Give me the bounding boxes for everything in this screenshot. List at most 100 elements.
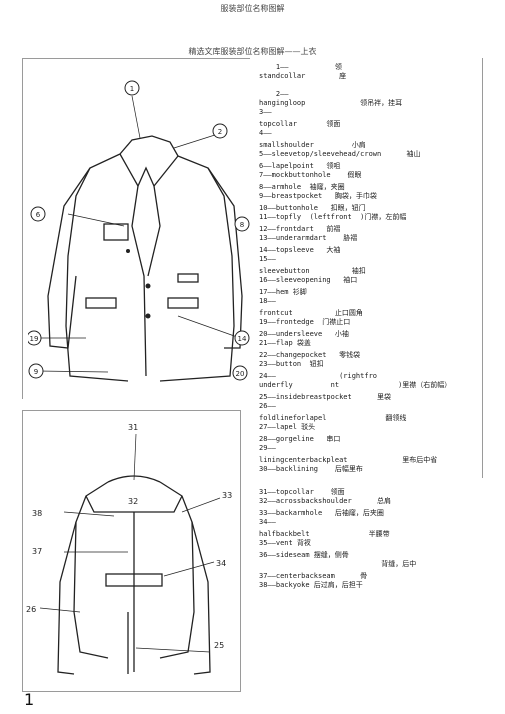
term-text: 27——lapel 驳头 <box>259 423 316 431</box>
term-text: 38——backyoke 后过肩，后担干 <box>259 581 363 589</box>
term-text: 2—— <box>259 90 289 98</box>
term-text: 3—— <box>259 108 272 116</box>
term-text: 6——lapelpoint 领咀 <box>259 162 341 170</box>
term-row: 36——sideseam 摆缝，侧骨 背缝，后中 <box>259 551 489 569</box>
figure-number: 2 <box>218 128 222 136</box>
term-text: underfly nt )里襟（右前幅） <box>259 381 452 389</box>
term-text: 28——gorgeline 串口 <box>259 435 341 443</box>
term-text: 31——topcollar 领面 <box>259 488 345 496</box>
term-text: 22——changepocket 零钱袋 <box>259 351 361 359</box>
term-text: 5——sleevetop/sleevehead/crown 袖山 <box>259 150 421 158</box>
term-text: 20——undersleeve 小袖 <box>259 330 349 338</box>
figure-number: 31 <box>128 423 138 432</box>
figure-number: 33 <box>222 491 232 500</box>
figure-number: 14 <box>238 335 247 343</box>
term-text: 30——backlining 后幅里布 <box>259 465 363 473</box>
term-text: 1—— 领 <box>259 63 342 71</box>
term-text: 25——insidebreastpocket 里袋 <box>259 393 392 401</box>
term-text: 32——acrossbackshoulder 总肩 <box>259 497 392 505</box>
term-text: 4—— <box>259 129 272 137</box>
figure-number: 20 <box>236 370 245 378</box>
term-text: 21——flap 袋盖 <box>259 339 311 347</box>
term-text: 36——sideseam 摆缝，侧骨 <box>259 551 349 559</box>
term-text: 10——buttonhole 扣眼，钮门 <box>259 204 366 212</box>
term-text: 9——breastpocket 胸袋，手巾袋 <box>259 192 377 200</box>
jacket-front-svg: 1 2 6 8 19 14 9 20 <box>26 80 250 382</box>
term-text: liningcenterbackpleat 里布后中省 <box>259 456 438 464</box>
figure-number: 34 <box>216 559 226 568</box>
term-text: 19——frontedge 门襟止口 <box>259 318 351 326</box>
term-text: 24—— (rightfro <box>259 372 378 380</box>
term-text: standcollar 座 <box>259 72 347 80</box>
jacket-back-svg: 31 32 33 34 25 26 37 38 <box>26 423 232 675</box>
term-text: 26—— <box>259 402 276 410</box>
term-text: 14——topsleeve 大袖 <box>259 246 341 254</box>
term-text: 35——vent 背衩 <box>259 539 311 547</box>
figure-frame-back <box>22 410 241 692</box>
figure-number: 32 <box>128 497 138 506</box>
term-row: 2—— <box>259 90 489 99</box>
figure-number: 19 <box>30 335 39 343</box>
figure-number: 37 <box>32 547 42 556</box>
document-subtitle: 精选文库服装部位名称图解——上衣 <box>188 47 317 56</box>
terms-frame-line <box>482 58 483 478</box>
term-text: 13——underarmdart 胁褶 <box>259 234 358 242</box>
jacket-front-illustration: 1 2 6 8 19 14 9 20 <box>26 76 250 396</box>
term-text: 29—— <box>259 444 276 452</box>
term-text: 16——sleeveopening 袖口 <box>259 276 358 284</box>
term-text: hangingloop 领吊袢，挂耳 <box>259 99 403 107</box>
term-text: 8——armhole 袖窿，夹圈 <box>259 183 345 191</box>
term-text: 11——topfly (leftfront )门襟，左前幅 <box>259 213 407 221</box>
jacket-back-illustration: 31 32 33 34 25 26 37 38 <box>24 412 244 692</box>
figure-frame-front <box>22 58 250 399</box>
term-text: 18—— <box>259 297 276 305</box>
figure-number: 25 <box>214 641 224 650</box>
figure-number: 26 <box>26 605 36 614</box>
term-text: smallshoulder 小肩 <box>259 141 366 149</box>
term-text: 17——hem 衫脚 <box>259 288 307 296</box>
term-text: 背缝，后中 <box>259 560 417 568</box>
term-text: topcollar 领面 <box>259 120 341 128</box>
figure-number: 38 <box>32 509 42 518</box>
page-header: 服装部位名称图解 <box>220 4 285 13</box>
figure-number: 1 <box>130 85 134 93</box>
term-text: 7——mockbuttonhole 假眼 <box>259 171 362 179</box>
term-text: 34—— <box>259 518 276 526</box>
term-text: 12——frontdart 前褶 <box>259 225 341 233</box>
term-text: 33——backarmhole 后袖窿，后夹圈 <box>259 509 384 517</box>
term-text: 23——button 钮扣 <box>259 360 324 368</box>
term-text: foldlineforlapel 翻领线 <box>259 414 407 422</box>
term-text: 15—— <box>259 255 276 263</box>
term-text: sleevebutton 袖扣 <box>259 267 366 275</box>
term-text: halfbackbelt 半腰带 <box>259 530 390 538</box>
figure-number: 9 <box>34 368 38 376</box>
figure-number: 8 <box>240 221 244 229</box>
page-number: 1 <box>24 690 35 709</box>
term-text: 37——centerbackseam 骨 <box>259 572 368 580</box>
figure-number: 6 <box>36 211 41 219</box>
